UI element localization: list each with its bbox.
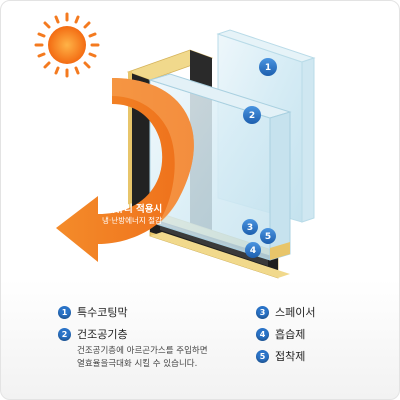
legend-number-1: 1 [58,305,71,319]
badge-3: 3 [242,219,258,235]
badge-2: 2 [243,106,261,124]
legend-label-3: 스페이서 [275,306,316,319]
legend-item-4: 4 흡습제 [256,325,315,343]
svg-text:2: 2 [249,111,255,121]
badge-5: 5 [260,228,276,244]
legend-number-2: 2 [58,327,71,341]
legend-description-2: 건조공기층에 아르곤가스를 주입하면 열효율을극대화 시킬 수 있습니다. [77,345,208,371]
legend-number-3: 3 [256,305,269,319]
energy-saving-arrow [56,78,194,262]
svg-text:5: 5 [265,232,271,242]
legend-number-4: 4 [256,327,269,341]
legend-label-1: 특수코팅막 [77,306,128,319]
svg-text:3: 3 [247,223,253,233]
legend-description-line-2: 열효율을극대화 시킬 수 있습니다. [77,359,198,369]
svg-text:1: 1 [265,63,271,73]
legend-item-1: 1 특수코팅막 [58,303,208,321]
legend-item-5: 5 접착제 [256,347,315,365]
callout-line-1: 로이유리 적용시 [98,203,163,215]
legend-item-2: 2 건조공기층 [58,325,208,343]
legend-left: 1 특수코팅막 2 건조공기층 건조공기층에 아르곤가스를 주입하면 열효율을극… [58,303,208,371]
legend-label-2: 건조공기층 [77,328,128,341]
svg-text:4: 4 [250,246,256,256]
sun-icon [34,12,100,78]
legend-item-3: 3 스페이서 [256,303,315,321]
badge-1: 1 [259,58,277,76]
badge-4: 4 [245,242,261,258]
legend-label-5: 접착제 [275,350,306,363]
legend-label-4: 흡습제 [275,328,306,341]
legend-right: 3 스페이서 4 흡습제 5 접착제 [256,303,315,365]
legend-number-5: 5 [256,349,269,363]
callout-line-2: 냉·난방에너지 절감 [102,215,162,225]
legend-description-line-1: 건조공기층에 아르곤가스를 주입하면 [77,346,208,356]
